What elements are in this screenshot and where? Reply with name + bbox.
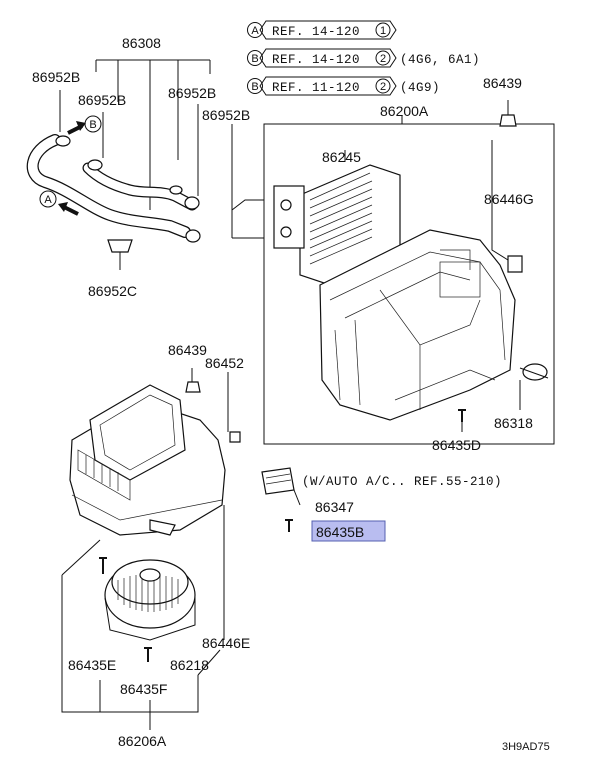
hose-bracket-icon: [107, 239, 133, 270]
bolt-86452-icon: [227, 372, 241, 443]
label-86952b-2[interactable]: 86952B: [78, 92, 126, 108]
label-86206a[interactable]: 86206A: [118, 733, 167, 749]
heater-unit-box: [231, 100, 555, 445]
auto-ac-note[interactable]: (W/AUTO A/C.. REF.55-210): [302, 475, 502, 489]
reference-row-3[interactable]: B REF. 11-120 2 (4G9): [247, 76, 441, 96]
svg-text:B: B: [251, 81, 258, 93]
svg-text:(4G6, 6A1): (4G6, 6A1): [400, 53, 480, 67]
svg-text:B: B: [251, 53, 258, 65]
svg-text:A: A: [251, 25, 259, 37]
reference-legend: A REF. 14-120 1 B REF. 14-120 2 (4G6, 6A…: [247, 20, 481, 96]
label-86200a[interactable]: 86200A: [380, 103, 429, 119]
label-86308[interactable]: 86308: [122, 35, 161, 51]
reference-row-1[interactable]: A REF. 14-120 1: [247, 20, 397, 40]
label-86446e[interactable]: 86446E: [202, 635, 250, 651]
arrow-a-icon: A: [39, 190, 79, 216]
screw-86435e-icon: [99, 557, 107, 574]
screw-86439-mid-icon: [185, 368, 201, 393]
hose-clamp-icon: [55, 135, 201, 243]
label-86347[interactable]: 86347: [315, 499, 354, 515]
heater-case-icon: [319, 229, 516, 421]
label-86439-top[interactable]: 86439: [483, 75, 522, 91]
label-86952b-4[interactable]: 86952B: [202, 107, 250, 123]
screw-86435f-icon: [144, 647, 152, 662]
blower-assembly: [61, 368, 301, 730]
svg-text:2: 2: [380, 53, 386, 65]
blower-fan-icon: [104, 559, 196, 641]
highlight-86435b[interactable]: 86435B: [311, 520, 386, 542]
svg-text:REF. 14-120: REF. 14-120: [272, 53, 360, 67]
label-86952c[interactable]: 86952C: [88, 283, 137, 299]
screw-86435d-icon: [458, 409, 466, 432]
label-86435f[interactable]: 86435F: [120, 681, 167, 697]
arrow-b-icon: B: [67, 115, 102, 135]
heater-core-icon: [273, 164, 401, 286]
label-86318[interactable]: 86318: [494, 415, 533, 431]
label-86435d[interactable]: 86435D: [432, 437, 481, 453]
label-86218[interactable]: 86218: [170, 657, 209, 673]
label-86245[interactable]: 86245: [322, 149, 361, 165]
clip-86446g-icon: [491, 140, 523, 273]
label-86952b-1[interactable]: 86952B: [32, 69, 80, 85]
svg-text:2: 2: [380, 81, 386, 93]
actuator-86318-icon: [519, 363, 549, 410]
label-86439-mid[interactable]: 86439: [168, 342, 207, 358]
diagram-code: 3H9AD75: [502, 741, 550, 753]
heater-hose-assembly: B A: [26, 59, 265, 270]
svg-text:B: B: [89, 119, 96, 131]
svg-text:(4G9): (4G9): [400, 81, 440, 95]
screw-86439-icon: [499, 100, 517, 127]
reference-row-2[interactable]: B REF. 14-120 2 (4G6, 6A1): [247, 48, 481, 68]
svg-text:1: 1: [380, 25, 386, 37]
svg-text:REF. 14-120: REF. 14-120: [272, 25, 360, 39]
svg-text:REF. 11-120: REF. 11-120: [272, 81, 360, 95]
screw-86435b-icon: [285, 519, 293, 532]
label-86435e[interactable]: 86435E: [68, 657, 116, 673]
label-86452[interactable]: 86452: [205, 355, 244, 371]
label-86446g[interactable]: 86446G: [484, 191, 534, 207]
label-86435b[interactable]: 86435B: [316, 524, 364, 540]
label-86952b-3[interactable]: 86952B: [168, 85, 216, 101]
resistor-86347-icon: [261, 467, 295, 495]
blower-case-icon: [69, 384, 226, 536]
svg-text:A: A: [44, 194, 52, 206]
